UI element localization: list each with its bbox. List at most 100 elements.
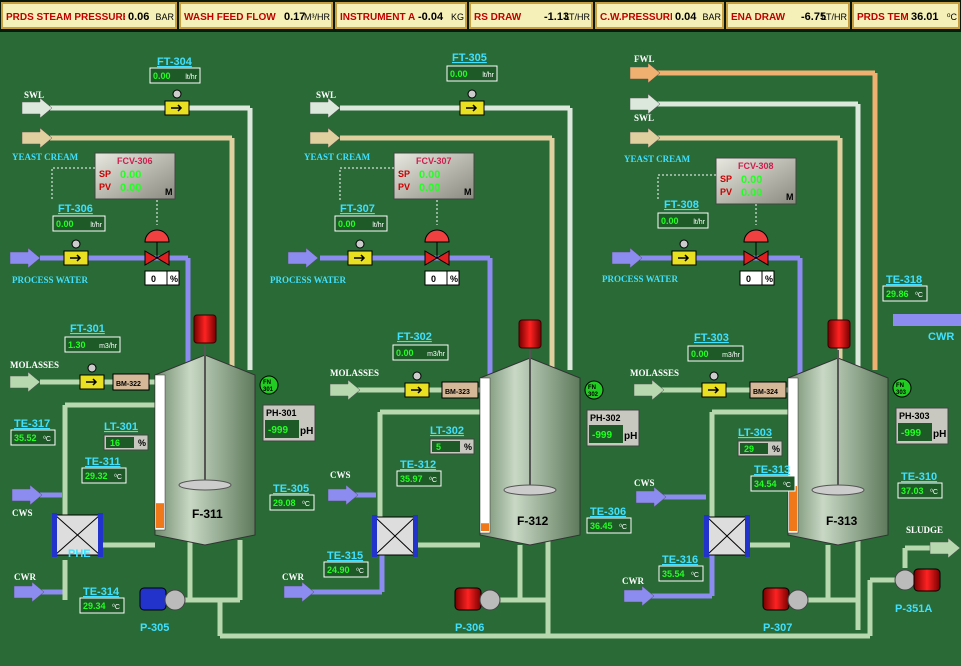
- temp-unit: ⁰C: [43, 435, 51, 443]
- ft307-readout: [334, 215, 388, 232]
- instrument-tag[interactable]: FT-302: [397, 331, 432, 343]
- readout-unit: lt/hr: [482, 72, 494, 79]
- header-unit: BAR: [702, 12, 721, 22]
- phe-plate-l: [704, 515, 709, 557]
- temp-unit: ⁰C: [356, 567, 364, 575]
- temp-readout: [81, 467, 127, 484]
- instrument-tag[interactable]: FT-305: [452, 52, 487, 64]
- section-f312: F-312 FN 302 P-306: [300, 105, 604, 636]
- phe-plate-l: [52, 513, 57, 557]
- readout-value: 0.00: [661, 216, 679, 226]
- agitator-motor-f312[interactable]: [518, 319, 542, 349]
- flow-arrow-icon: [70, 254, 82, 262]
- section-f313: F-313 FN 303 P-307 P-351A: [217, 70, 961, 639]
- fcv-faceplate[interactable]: [393, 152, 475, 200]
- phe-label: PHE: [68, 548, 91, 560]
- line-label: CWS: [12, 508, 33, 518]
- instrument-tag[interactable]: TE-311: [85, 456, 120, 468]
- tank-label: F-312: [517, 514, 549, 528]
- instrument-tag[interactable]: LT-303: [738, 427, 772, 439]
- header-value: -1.13: [544, 11, 569, 23]
- pump-label: P-307: [763, 622, 792, 634]
- tank-label: F-313: [826, 514, 858, 528]
- level-readout-bg: [106, 437, 134, 448]
- instrument-tag[interactable]: TE-305: [273, 483, 309, 495]
- pump-p305[interactable]: [139, 587, 186, 611]
- temp-unit: ⁰C: [619, 523, 627, 531]
- sp-label: SP: [720, 174, 732, 184]
- valve-output-unit-box: [761, 270, 775, 286]
- instrument-tag[interactable]: TE-310: [901, 471, 937, 483]
- pump-p307[interactable]: [762, 587, 809, 611]
- fwl-arrow: [629, 62, 661, 84]
- batch-meter[interactable]: [112, 373, 150, 391]
- flow-arrow-icon: [354, 254, 366, 262]
- instrument-tag[interactable]: TE-315: [327, 550, 363, 562]
- temp-readout: [882, 285, 928, 302]
- cwr-right-label: CWR: [928, 331, 954, 343]
- level-readout-bg: [432, 441, 460, 452]
- instrument-tag[interactable]: TE-316: [662, 554, 698, 566]
- instrument-tag[interactable]: FT-307: [340, 203, 375, 215]
- instrument-tag[interactable]: FT-301: [70, 323, 105, 335]
- instrument-tag[interactable]: FT-308: [664, 199, 699, 211]
- flow-arrow-icon: [466, 104, 478, 112]
- instrument-tag[interactable]: LT-301: [104, 421, 138, 433]
- instrument-tag[interactable]: TE-318: [886, 274, 922, 286]
- ft302-readout: [392, 344, 449, 361]
- fcv-faceplate[interactable]: [715, 157, 797, 205]
- instrument-tag[interactable]: TE-313: [754, 464, 790, 476]
- header-value: 36.01: [911, 11, 939, 23]
- line-label: YEAST CREAM: [624, 154, 691, 164]
- batch-meter[interactable]: [441, 381, 479, 399]
- ph-tag: PH-301: [266, 408, 297, 418]
- pump-p306[interactable]: [454, 587, 501, 611]
- header-unit: M³/HR: [304, 12, 330, 22]
- batch-meter-label: BM-323: [445, 389, 470, 396]
- instrument-tag[interactable]: FT-304: [157, 56, 193, 68]
- temp-readout: [396, 470, 442, 487]
- swl-arrow-3: [629, 93, 661, 115]
- readout-value: 0.00: [691, 349, 709, 359]
- temp-value: 29.32: [85, 471, 108, 481]
- level-bar-bg-f313: [787, 377, 799, 534]
- line-label: CWS: [634, 478, 655, 488]
- line-label: CWS: [330, 470, 351, 480]
- cwr-right-pipe-end: [893, 314, 961, 326]
- line-label: PROCESS WATER: [270, 275, 346, 285]
- header-unit: LT/HR: [565, 12, 591, 22]
- header-unit: BAR: [155, 12, 174, 22]
- process-water-arrow-2: [287, 247, 319, 269]
- batch-meter[interactable]: [749, 381, 787, 399]
- instrument-tag[interactable]: TE-314: [83, 586, 120, 598]
- readout-value: 0.00: [338, 219, 356, 229]
- batch-meter-label: BM-322: [116, 381, 141, 388]
- swl-arrow-2: [309, 97, 341, 119]
- temp-value: 35.97: [400, 474, 423, 484]
- instrument-tag[interactable]: TE-306: [590, 506, 626, 518]
- header-label: C.W.PRESSURE: [600, 12, 677, 23]
- instrument-tag[interactable]: LT-302: [430, 425, 464, 437]
- instrument-tag[interactable]: FT-303: [694, 332, 729, 344]
- fn-indicator-303: [892, 378, 912, 398]
- header-label: INSTRUMENT AIR: [340, 12, 426, 23]
- fcv-tag: FCV-308: [738, 161, 774, 171]
- level-value: 5: [436, 442, 441, 452]
- pv-label: PV: [398, 182, 410, 192]
- valve-output-unit-box: [166, 270, 180, 286]
- agitator-motor-f313[interactable]: [827, 319, 851, 349]
- instrument-tag[interactable]: FT-306: [58, 203, 93, 215]
- transmitter-icon: [172, 89, 182, 99]
- pump-p351a[interactable]: [894, 568, 941, 592]
- instrument-tag[interactable]: TE-317: [14, 418, 50, 430]
- header-label: PRDS STEAM PRESSURE: [6, 12, 130, 23]
- header-unit: LT/HR: [822, 12, 848, 22]
- instrument-tag[interactable]: TE-312: [400, 459, 436, 471]
- agitator-blade: [178, 479, 232, 491]
- fcv-faceplate[interactable]: [94, 152, 176, 200]
- actuator-icon: [743, 229, 769, 243]
- transmitter-icon: [87, 363, 97, 373]
- level-readout-bg: [740, 443, 768, 454]
- agitator-motor-f311[interactable]: [193, 314, 217, 344]
